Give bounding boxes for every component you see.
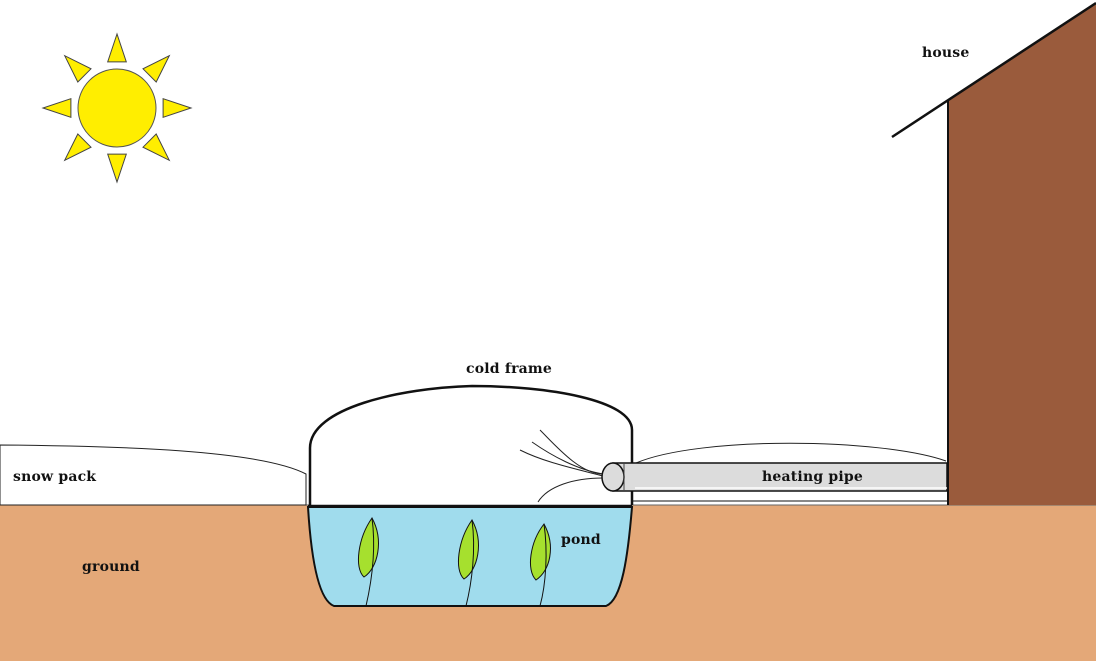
- ground-label: ground: [82, 559, 140, 575]
- heating-pipe-opening: [601, 462, 625, 492]
- pond-label: pond: [561, 532, 601, 548]
- warm-air-flow: [519, 429, 604, 503]
- leaf-icon: [530, 523, 551, 607]
- sun-ray: [142, 133, 171, 162]
- snow-pack-left: [0, 444, 307, 506]
- heating-pipe-label: heating pipe: [762, 469, 863, 485]
- sun-icon: [41, 32, 193, 184]
- leaf-icon: [358, 517, 379, 607]
- sun-ray: [107, 153, 127, 184]
- sun-ray: [162, 98, 193, 118]
- snow-pack-label: snow pack: [13, 469, 97, 485]
- cold-frame-label: cold frame: [466, 361, 553, 377]
- sun-ray: [107, 32, 127, 63]
- sun-disc: [77, 68, 157, 148]
- cold-frame-dome: [308, 384, 634, 505]
- house-roof-line: [891, 1, 1096, 139]
- sun-ray: [41, 98, 72, 118]
- snow-pack-right: [635, 442, 947, 464]
- pond-plants: [358, 517, 551, 607]
- house-wall: [948, 3, 1096, 505]
- house-label: house: [922, 45, 970, 61]
- heating-pipe: [601, 462, 948, 502]
- sun-ray: [63, 133, 92, 162]
- leaf-icon: [458, 519, 479, 607]
- house: [891, 1, 1096, 505]
- sun-ray: [63, 54, 92, 83]
- sun-ray: [142, 54, 171, 83]
